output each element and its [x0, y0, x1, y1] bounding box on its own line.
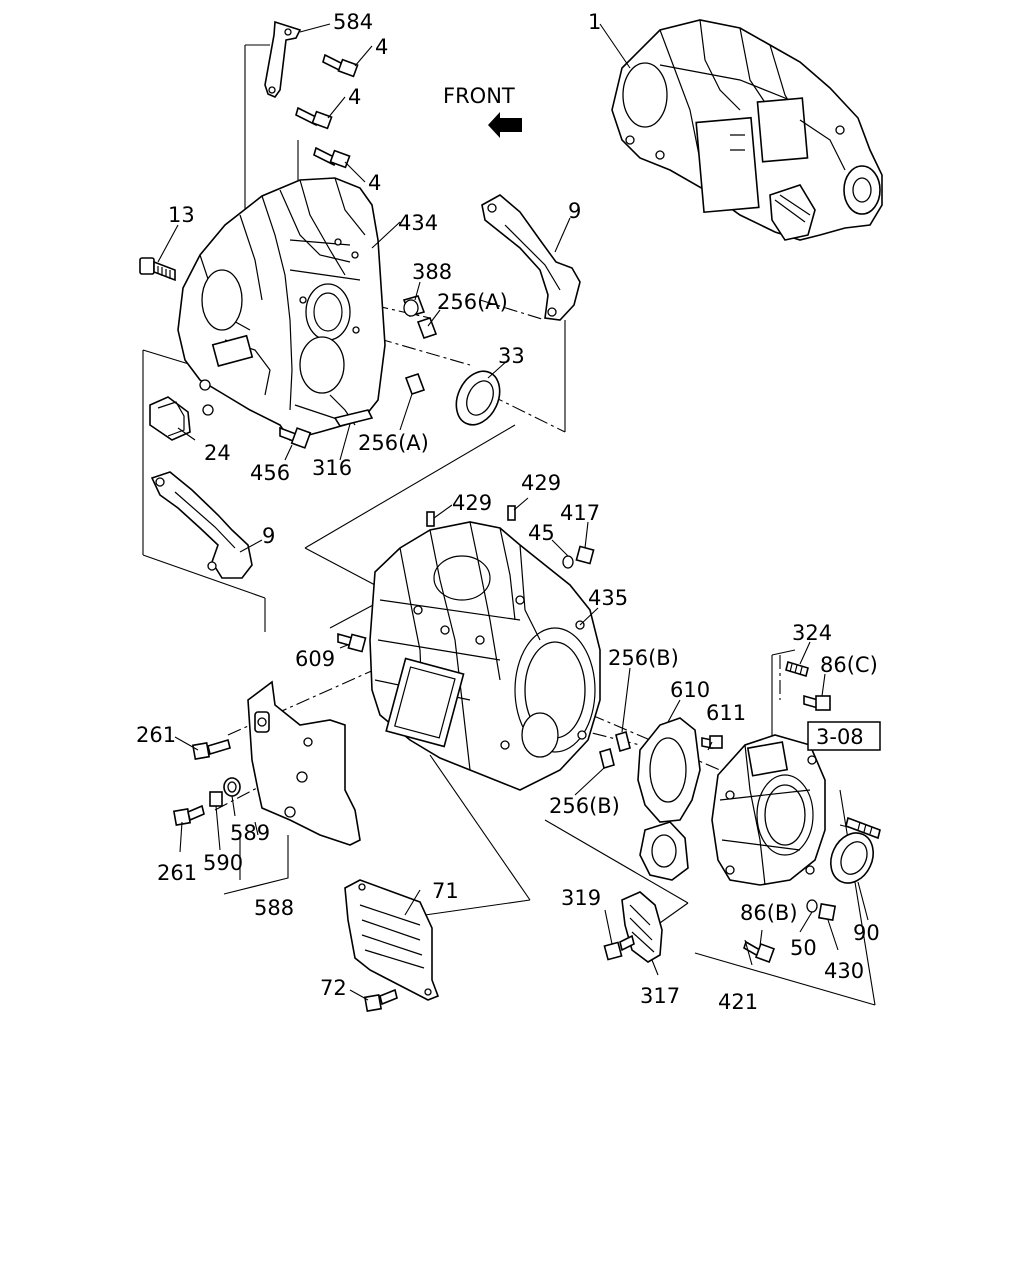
bracket-9-lower [150, 471, 253, 579]
callout-590[interactable]: 590 [203, 851, 243, 875]
cover-plate-588 [247, 680, 361, 846]
callout-430[interactable]: 430 [824, 959, 864, 983]
callout-45[interactable]: 45 [528, 521, 555, 545]
reference-3-08[interactable]: 3-08 [807, 721, 881, 751]
callout-1[interactable]: 1 [588, 10, 601, 34]
stud-3-08 [845, 816, 881, 840]
front-arrow-icon [488, 112, 522, 138]
oil-seal-90 [830, 832, 874, 884]
callout-13[interactable]: 13 [168, 203, 195, 227]
bolt-13 [139, 257, 176, 282]
gasket-610 [637, 717, 701, 881]
front-indicator: FRONT [443, 84, 522, 138]
washer-45 [562, 555, 574, 569]
dowel-pin-256b-lower [599, 747, 615, 770]
bolt-319 [603, 934, 635, 961]
bracket-584 [264, 20, 302, 98]
callout-388[interactable]: 388 [412, 260, 452, 284]
plug-430 [817, 902, 837, 922]
callout-261[interactable]: 261 [136, 723, 176, 747]
callout-584[interactable]: 584 [333, 10, 373, 34]
callout-4[interactable]: 4 [348, 85, 361, 109]
callout-611[interactable]: 611 [706, 701, 746, 725]
cover-317 [621, 891, 663, 963]
bolt-72 [363, 988, 398, 1013]
dowel-pin-256a-upper [416, 316, 438, 340]
callout-319[interactable]: 319 [561, 886, 601, 910]
callout-610[interactable]: 610 [670, 678, 710, 702]
front-label: FRONT [443, 84, 515, 108]
oil-seal-33 [455, 370, 501, 426]
reference-box-label: 3-08 [816, 725, 864, 749]
callout-429[interactable]: 429 [452, 491, 492, 515]
transmission-assembly-1 [611, 19, 883, 241]
leader-lines [157, 23, 869, 1001]
callout-4[interactable]: 4 [368, 171, 381, 195]
bolt-261-b [172, 804, 205, 827]
callout-609[interactable]: 609 [295, 647, 335, 671]
bolt-611 [701, 735, 723, 749]
callout-24[interactable]: 24 [204, 441, 231, 465]
callout-324[interactable]: 324 [792, 621, 832, 645]
callout-588[interactable]: 588 [254, 896, 294, 920]
gearbox-case-435 [369, 521, 601, 791]
callout-256b[interactable]: 256(B) [549, 794, 620, 818]
callout-317[interactable]: 317 [640, 984, 680, 1008]
callout-429[interactable]: 429 [521, 471, 561, 495]
cover-71 [344, 879, 440, 1001]
callout-90[interactable]: 90 [853, 921, 880, 945]
callout-4[interactable]: 4 [375, 35, 388, 59]
callout-434[interactable]: 434 [398, 211, 438, 235]
bolt-4-b [295, 106, 333, 130]
callout-9[interactable]: 9 [262, 524, 275, 548]
washer-50 [806, 899, 818, 913]
callout-435[interactable]: 435 [588, 586, 628, 610]
callout-86b[interactable]: 86(B) [740, 901, 798, 925]
callout-417[interactable]: 417 [560, 501, 600, 525]
bolt-261-a [191, 738, 231, 761]
pin-429-a [426, 511, 435, 527]
bolt-86c [803, 694, 831, 711]
plate-316 [333, 409, 374, 427]
callout-72[interactable]: 72 [320, 976, 347, 1000]
bushing-589 [223, 777, 241, 797]
bolt-4-c [313, 146, 351, 169]
bushing-388 [402, 295, 426, 317]
callout-86c[interactable]: 86(C) [820, 653, 878, 677]
callout-256a[interactable]: 256(A) [358, 431, 429, 455]
callout-71[interactable]: 71 [432, 879, 459, 903]
bolt-4-a [322, 53, 359, 78]
bolt-86b [743, 940, 775, 963]
bolt-456 [279, 426, 312, 449]
callout-421[interactable]: 421 [718, 990, 758, 1014]
callout-316[interactable]: 316 [312, 456, 352, 480]
callout-256b[interactable]: 256(B) [608, 646, 679, 670]
dowel-pin-256a-lower [404, 372, 426, 396]
plug-590 [209, 791, 223, 807]
callout-50[interactable]: 50 [790, 936, 817, 960]
bracket-9-upper [481, 194, 581, 321]
callout-456[interactable]: 456 [250, 461, 290, 485]
callout-9[interactable]: 9 [568, 199, 581, 223]
bolt-609 [337, 632, 367, 653]
clutch-housing-434 [177, 177, 386, 441]
callout-256a[interactable]: 256(A) [437, 290, 508, 314]
dowel-pin-256b-upper [615, 730, 631, 753]
rear-cover-421 [711, 734, 826, 886]
cover-24 [149, 396, 191, 441]
callout-589[interactable]: 589 [230, 821, 270, 845]
stud-324 [785, 660, 809, 678]
callout-labels: 584 4 4 4 1 13 434 9 388 256(A) 33 24 45… [136, 10, 880, 1014]
pin-429-b [507, 505, 516, 521]
plug-417 [575, 545, 595, 565]
callout-33[interactable]: 33 [498, 344, 525, 368]
callout-261[interactable]: 261 [157, 861, 197, 885]
